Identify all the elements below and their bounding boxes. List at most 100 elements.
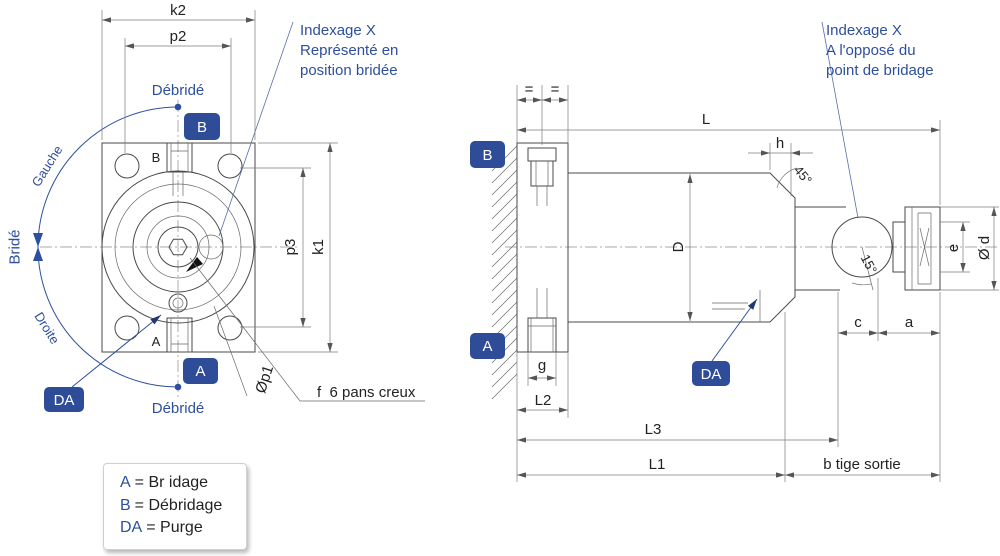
indexage-circle	[198, 234, 224, 260]
dimension-label: g	[538, 357, 546, 374]
clamp-nut	[904, 206, 941, 291]
dimension-label: 45°	[791, 163, 815, 188]
dimension-k2: k2	[101, 2, 256, 140]
dimension-L3: L3	[517, 341, 839, 447]
purge-port-detail	[712, 290, 761, 322]
dimension-label: D	[670, 241, 687, 252]
port-a-front: A	[152, 293, 193, 353]
angle-arc	[776, 167, 798, 189]
indexage-note-front: Indexage X Représenté en position bridée	[300, 22, 398, 79]
arc-end-dot	[174, 383, 182, 391]
indexage-note-line: Indexage X	[300, 22, 376, 39]
dimension-clamp-angle: 15°	[851, 246, 880, 291]
badge-b-front: B	[184, 113, 220, 140]
extension-lines	[784, 312, 941, 482]
indexage-leader	[821, 21, 859, 219]
indexage-note-line: Représenté en	[300, 42, 398, 59]
extension-lines	[101, 10, 256, 140]
legend-row: B= Débridage	[120, 495, 246, 518]
badge-background	[692, 361, 730, 386]
dimension-label: L2	[535, 392, 552, 409]
badge-background	[184, 113, 220, 140]
mounting-hole	[114, 315, 140, 341]
indexage-leader	[218, 21, 294, 237]
dimension-label: a	[905, 314, 914, 331]
port-legend: A= Br idage B= Débridage DA= Purge	[103, 463, 247, 550]
arc-label-unclamped-top: Débridé	[152, 82, 205, 99]
piston-rod	[795, 206, 846, 291]
badge-background	[470, 141, 505, 168]
extension-lines	[541, 85, 569, 145]
arc-label-clamped: Bridé	[6, 229, 23, 264]
callout-label: f 6 pans creux	[317, 384, 416, 401]
indexage-note-side: Indexage X A l'opposé du point de bridag…	[826, 22, 934, 79]
purge-leader	[71, 314, 162, 388]
legend-code: B	[120, 496, 131, 514]
indexage-note-line: position bridée	[300, 62, 398, 79]
dimension-label: h	[776, 135, 784, 152]
dimension-label: b tige sortie	[823, 456, 901, 473]
badge-label: A	[482, 338, 492, 355]
mounting-hole	[217, 153, 243, 179]
purge-leader	[711, 298, 758, 362]
hex-socket-callout: f 6 pans creux	[189, 257, 425, 402]
rotation-arc: Débridé Gauche Bridé Droite Débridé	[6, 82, 204, 417]
dimension-h: h	[748, 135, 813, 196]
dimension-e: e	[940, 221, 970, 273]
dimension-k1: k1	[258, 142, 338, 353]
extension-lines	[940, 206, 999, 291]
dimension-label: Øp1	[252, 363, 277, 395]
badge-a-side: A	[470, 333, 505, 359]
indexage-note-line: point de bridage	[826, 62, 934, 79]
angle-arc	[851, 282, 872, 286]
legend-text: = Débridage	[134, 496, 223, 514]
legend-code: A	[120, 474, 131, 491]
indexage-note-line: A l'opposé du	[826, 42, 916, 59]
hex-socket	[168, 238, 188, 256]
dimension-label: p2	[170, 28, 187, 45]
front-view: B A Indexage X Représenté en position br…	[6, 2, 425, 417]
arc-end-dot	[174, 103, 182, 111]
dimension-equal-spacing: = =	[517, 81, 569, 145]
dimension-label: c	[854, 314, 862, 331]
leader-line	[213, 305, 248, 397]
dimension-p2: p2	[124, 28, 232, 153]
dimension-p1: Øp1	[213, 305, 277, 397]
cylinder-body	[568, 172, 796, 323]
dimension-p3: p3	[240, 167, 311, 328]
port-b-body	[530, 160, 554, 187]
port-a-body	[166, 317, 193, 353]
port-b-fitting	[527, 147, 557, 162]
port-a-body	[527, 317, 557, 353]
badge-label: DA	[54, 392, 75, 409]
legend-text: = Br idage	[134, 474, 209, 491]
dimension-c-a: c a	[837, 278, 941, 341]
dimension-label: =	[551, 81, 560, 98]
dimension-L: L	[517, 111, 941, 205]
badge-label: B	[482, 147, 492, 164]
clamp-direction-arrow	[186, 257, 203, 272]
extension-lines	[124, 38, 232, 153]
clamp-nut-detail	[911, 207, 932, 290]
arc-label-unclamped-bottom: Débridé	[152, 400, 205, 417]
extension-lines	[258, 142, 338, 353]
side-view: Indexage X A l'opposé du point de bridag…	[470, 21, 999, 482]
port-b-channel	[535, 161, 549, 206]
badge-background	[470, 333, 505, 359]
ring	[114, 183, 242, 311]
badge-label: B	[197, 119, 207, 136]
flange-side	[516, 142, 569, 353]
angle-line	[861, 246, 874, 291]
rotation-arc-line	[37, 106, 179, 388]
mounting-wall-hatch	[491, 145, 518, 400]
port-a-channel	[528, 288, 556, 352]
dimension-g: g	[527, 352, 557, 386]
dimension-L1-b: L1 b tige sortie	[517, 312, 941, 482]
port-b-side	[527, 147, 557, 206]
badge-background	[44, 387, 84, 412]
mounting-hole	[114, 153, 140, 179]
arc-label-left: Gauche	[29, 143, 66, 190]
extension-lines	[240, 167, 311, 328]
badge-label: A	[195, 363, 205, 380]
legend-row: DA= Purge	[120, 517, 246, 540]
